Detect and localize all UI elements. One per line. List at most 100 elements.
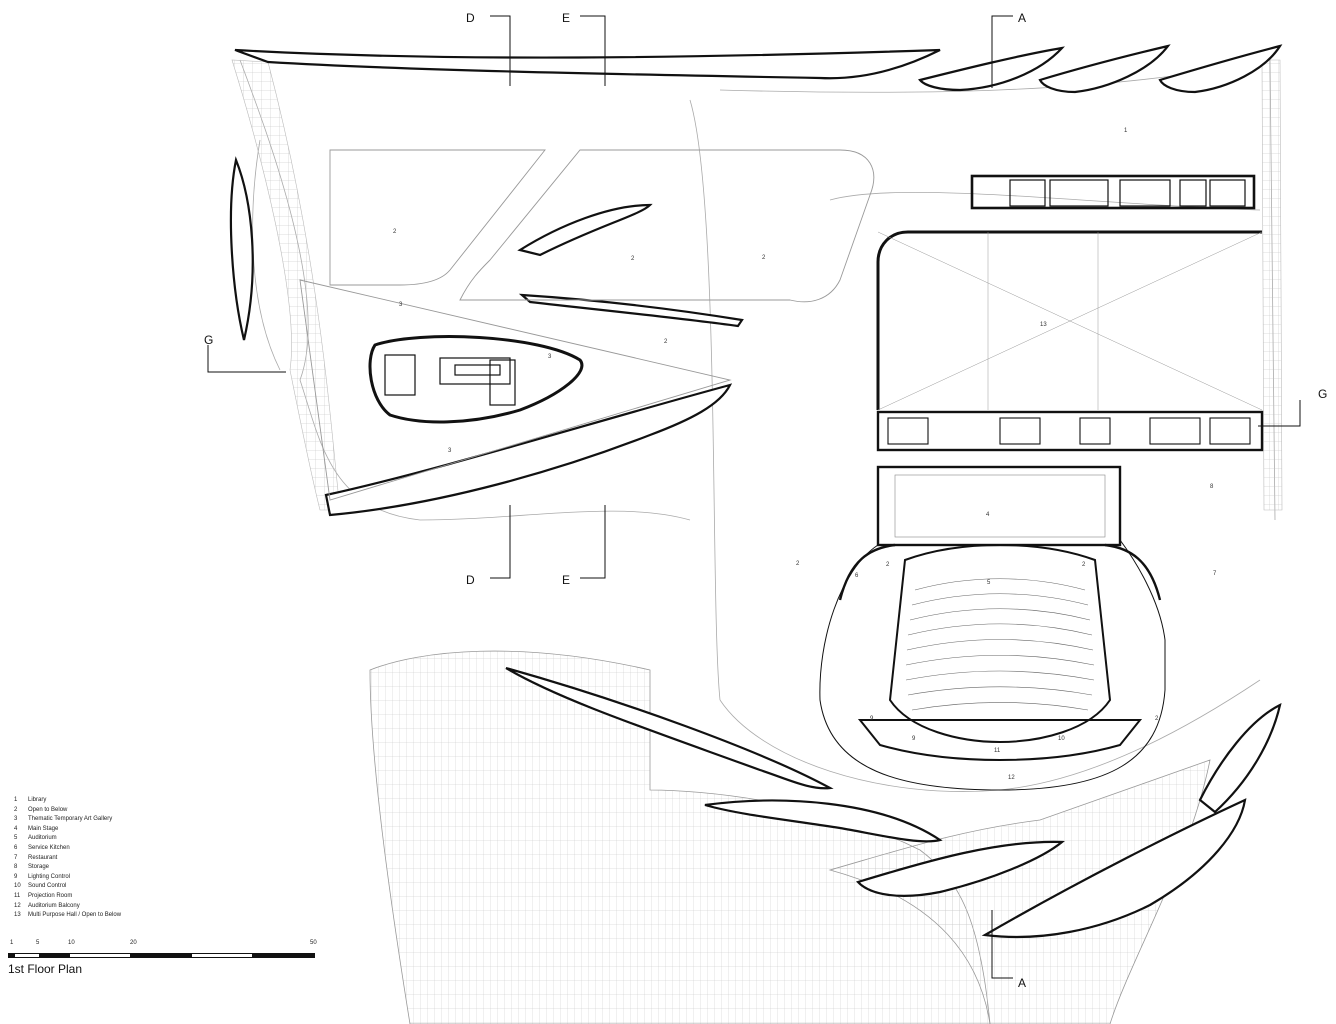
legend-item: 9 Lighting Control — [14, 873, 121, 883]
room-tag-3: 3 — [548, 354, 552, 360]
section-d-bottom-label: D — [466, 573, 475, 587]
legend-label: Main Stage — [28, 825, 59, 832]
scale-segment — [8, 953, 14, 958]
scale-segment — [191, 953, 253, 958]
drawing-title: 1st Floor Plan — [8, 962, 83, 976]
legend-item: 11 Projection Room — [14, 892, 121, 902]
legend-label: Open to Below — [28, 806, 68, 813]
legend-number: 10 — [14, 883, 21, 890]
legend-number: 9 — [14, 873, 18, 880]
room-tag-2: 2 — [631, 256, 635, 262]
legend-number: 5 — [14, 835, 18, 842]
multi-purpose-hall — [876, 230, 1263, 411]
legend-item: 12 Auditorium Balcony — [14, 902, 121, 912]
room-tag-2: 2 — [664, 339, 668, 345]
room-tag-2: 2 — [796, 561, 800, 567]
legend-item: 13 Multi Purpose Hall / Open to Below — [14, 911, 121, 921]
scale-tick-label: 10 — [68, 940, 75, 946]
section-e-bottom-label: E — [562, 573, 570, 587]
room-tag-9: 9 — [912, 736, 916, 742]
legend-number: 8 — [14, 864, 18, 871]
scale-bar: 1 5 10 20 50 — [8, 940, 328, 970]
room-tag-1: 1 — [1124, 128, 1128, 134]
section-g-left-label: G — [204, 333, 213, 347]
legend-item: 8 Storage — [14, 863, 121, 873]
legend-label: Projection Room — [28, 892, 73, 899]
legend-number: 12 — [14, 902, 21, 909]
gallery-core-rooms — [384, 354, 516, 406]
scale-tick-label: 20 — [130, 940, 137, 946]
legend-number: 6 — [14, 844, 18, 851]
room-tag-2: 2 — [1155, 716, 1159, 722]
legend-label: Restaurant — [28, 854, 58, 861]
room-tag-3: 3 — [448, 448, 452, 454]
legend-item: 3 Thematic Temporary Art Gallery — [14, 815, 121, 825]
service-strip-north — [970, 174, 1256, 210]
scale-segment — [131, 953, 191, 958]
room-tag-8: 8 — [1210, 484, 1214, 490]
room-tag-5: 5 — [987, 580, 991, 586]
room-legend: 1 Library 2 Open to Below 3 Thematic Tempor… — [14, 796, 121, 921]
legend-item: 2 Open to Below — [14, 806, 121, 816]
legend-label: Service Kitchen — [28, 844, 70, 851]
legend-label: Sound Control — [28, 883, 67, 890]
room-tag-11: 11 — [994, 748, 1001, 754]
auditorium — [819, 465, 1166, 791]
legend-item: 7 Restaurant — [14, 854, 121, 864]
legend-label: Lighting Control — [28, 873, 71, 880]
legend-label: Auditorium — [28, 835, 57, 842]
roof-blades — [229, 44, 1283, 939]
scale-segment — [69, 953, 131, 958]
room-tag-4: 4 — [986, 512, 990, 518]
scale-tick-label: 5 — [36, 940, 40, 946]
room-tag-9: 9 — [870, 716, 874, 722]
room-tag-2: 2 — [762, 255, 766, 261]
room-tag-6: 6 — [855, 573, 859, 579]
legend-item: 6 Service Kitchen — [14, 844, 121, 854]
legend-label: Auditorium Balcony — [28, 902, 80, 909]
section-e-top-label: E — [562, 11, 570, 25]
scale-segment — [253, 953, 315, 958]
legend-number: 1 — [14, 797, 18, 803]
room-tag-2: 2 — [886, 562, 890, 568]
legend-number: 7 — [14, 854, 18, 861]
legend-number: 11 — [14, 892, 21, 899]
room-tag-10: 10 — [1058, 736, 1065, 742]
legend-label: Multi Purpose Hall / Open to Below — [28, 912, 122, 919]
legend-number: 2 — [14, 806, 18, 813]
legend-label: Thematic Temporary Art Gallery — [28, 816, 113, 823]
scale-segment — [39, 953, 69, 958]
room-tag-7: 7 — [1213, 571, 1217, 577]
legend-item: 1 Library — [14, 796, 121, 806]
service-strip-middle — [876, 410, 1264, 452]
room-tag-12: 12 — [1008, 775, 1015, 781]
section-a-top-label: A — [1018, 11, 1026, 25]
legend-item: 4 Main Stage — [14, 825, 121, 835]
gallery-core — [368, 335, 584, 424]
scale-tick-label: 50 — [310, 940, 317, 946]
room-tags: 1 2 2 2 2 3 3 3 13 4 5 6 7 8 9 2 2 9 10 … — [393, 128, 1217, 781]
legend-item: 5 Auditorium — [14, 834, 121, 844]
room-tag-2: 2 — [1082, 562, 1086, 568]
section-g-right-label: G — [1318, 387, 1327, 401]
section-markers — [207, 15, 1301, 979]
room-tag-13: 13 — [1040, 322, 1047, 328]
legend-number: 4 — [14, 825, 18, 832]
service-strip-north-rooms — [1009, 179, 1246, 207]
room-tag-2: 2 — [393, 229, 397, 235]
legend-label: Library — [28, 797, 47, 803]
room-tag-3: 3 — [399, 302, 403, 308]
scale-segment — [14, 953, 40, 958]
legend-item: 10 Sound Control — [14, 882, 121, 892]
section-labels: D E A G G D E A — [204, 11, 1327, 990]
scale-tick-label: 1 — [10, 940, 14, 946]
legend-number: 13 — [14, 912, 21, 919]
section-a-bottom-label: A — [1018, 976, 1026, 990]
section-d-top-label: D — [466, 11, 475, 25]
legend-number: 3 — [14, 816, 18, 823]
legend-label: Storage — [28, 864, 50, 871]
void-outlines — [299, 149, 875, 501]
service-strip-middle-rooms — [887, 417, 1251, 445]
facade-mesh — [231, 59, 1283, 1024]
